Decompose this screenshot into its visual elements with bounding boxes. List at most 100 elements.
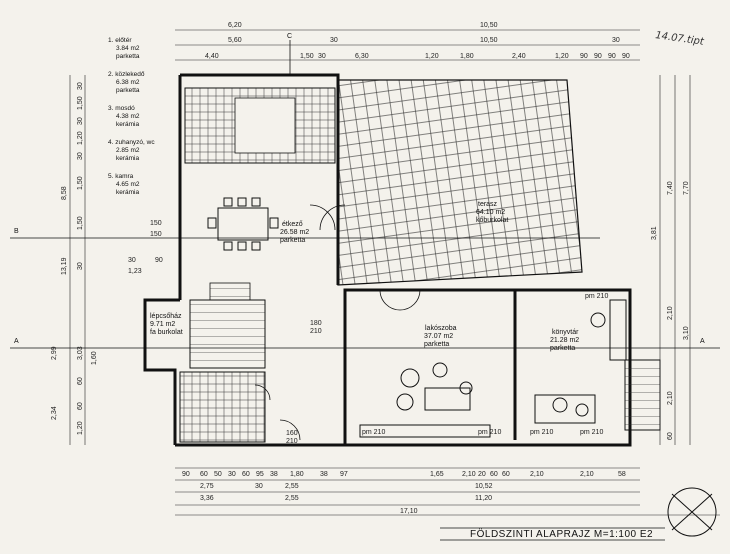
drawing-title: FÖLDSZINTI ALAPRAJZ M=1:100 E2	[470, 528, 653, 540]
door-label-2: pm 210	[530, 429, 553, 436]
dim-total-2: 2,55	[285, 483, 299, 490]
left-dimensions: 30 1,50 30 1,20 30 1,50 8,58 1,50 13,19 …	[51, 82, 98, 435]
dim-left-0: 30	[77, 82, 84, 90]
dim-bottom-11: 2,10	[462, 471, 476, 478]
dining-room-area: 26.58 m2	[280, 229, 309, 236]
section-lines	[10, 40, 720, 349]
dim-bottom-7: 1,80	[290, 471, 304, 478]
dim-left-12: 60	[77, 377, 84, 385]
legend-3-area: 4.38 m2	[116, 113, 140, 120]
legend-5-floor: kerámia	[116, 189, 140, 196]
dim-bottom-14: 60	[502, 471, 510, 478]
exterior-walls	[143, 73, 632, 447]
dim-bottom-10: 1,65	[430, 471, 444, 478]
dim-top-6: 4,40	[205, 53, 219, 60]
dim-left-15: 60	[77, 402, 84, 410]
axis-label-1: 150	[150, 231, 162, 238]
staircase-name: lépcsőház	[150, 313, 182, 320]
dim-bottom-12: 20	[478, 471, 486, 478]
bottom-dimensions: 90 60 50 30 60 95 38 1,80 38 97 1,65 2,1…	[182, 471, 626, 515]
library-area: 21.28 m2	[550, 337, 579, 344]
axis-label-3: 30	[128, 257, 136, 264]
axis-label-0: 150	[150, 220, 162, 227]
door-swings	[254, 204, 421, 441]
dim-bottom-5: 95	[256, 471, 264, 478]
staircase-area: 9.71 m2	[150, 321, 175, 328]
living-room-floor: parketta	[424, 341, 449, 348]
dim-bottom-4: 60	[242, 471, 250, 478]
dim-right-6: 60	[667, 432, 674, 440]
dim-top-13: 1,20	[555, 53, 569, 60]
staircase-floor: fa burkolat	[150, 329, 183, 336]
legend-4-floor: kerámia	[116, 155, 140, 162]
door-label-4: pm 210	[585, 293, 608, 300]
dim-top-8: 30	[318, 53, 326, 60]
dining-room-floor: parketta	[280, 237, 305, 244]
dining-table	[207, 197, 279, 251]
dim-right-0: 7,40	[667, 181, 674, 195]
dim-total-6: 11,20	[475, 495, 492, 502]
dim-top-3: 30	[330, 37, 338, 44]
dim-total-1: 30	[255, 483, 263, 490]
dim-left-1: 1,50	[77, 96, 84, 110]
dim-top-12: 2,40	[512, 53, 526, 60]
dim-bottom-6: 38	[270, 471, 278, 478]
dim-total-4: 3,36	[200, 495, 214, 502]
living-room-area: 37.07 m2	[424, 333, 453, 340]
terrace-area	[337, 79, 583, 286]
dining-room-name: étkező	[282, 221, 303, 228]
legend-2-area: 6.38 m2	[116, 79, 140, 86]
dim-left-16: 1,20	[77, 421, 84, 435]
library-name: könyvtár	[552, 329, 579, 336]
dim-top-16: 90	[608, 53, 616, 60]
dim-bottom-8: 38	[320, 471, 328, 478]
axis-label-2: 1,23	[128, 268, 142, 275]
terrace-name: terasz	[478, 201, 498, 208]
legend-1-floor: parketta	[116, 53, 140, 60]
dim-left-9: 30	[77, 262, 84, 270]
dim-top-5: 30	[612, 37, 620, 44]
legend-4-title: 4. zuhanyzó, wc	[108, 139, 155, 146]
legend-3-floor: kerámia	[116, 121, 140, 128]
legend-2-title: 2. közlekedő	[108, 71, 145, 78]
dim-top-9: 6,30	[355, 53, 369, 60]
dim-top-2: 5,60	[228, 37, 242, 44]
dim-bottom-3: 30	[228, 471, 236, 478]
height-label-a: 180	[310, 320, 322, 327]
height-label-c: 160	[286, 430, 298, 437]
dim-bottom-1: 60	[200, 471, 208, 478]
dim-top-1: 10,50	[480, 22, 498, 29]
dim-left-2: 30	[77, 117, 84, 125]
dim-bottom-2: 50	[214, 471, 222, 478]
dim-right-5: 2,10	[667, 391, 674, 405]
dim-left-5: 1,50	[77, 176, 84, 190]
dim-left-6: 8,58	[61, 186, 68, 200]
legend-1-area: 3.84 m2	[116, 45, 140, 52]
dim-bottom-13: 60	[490, 471, 498, 478]
dim-left-11: 3,03	[77, 346, 84, 360]
dim-top-10: 1,20	[425, 53, 439, 60]
axis-label-4: 90	[155, 257, 163, 264]
door-label-0: pm 210	[362, 429, 385, 436]
legend-4-area: 2.85 m2	[116, 147, 140, 154]
dim-bottom-9: 97	[340, 471, 348, 478]
dim-total-7: 17,10	[400, 508, 418, 515]
terrace-area-value: 64.10 m2	[476, 209, 505, 216]
staircase	[189, 299, 266, 369]
dim-right-1: 7,70	[683, 181, 690, 195]
dim-left-8: 13,19	[61, 257, 68, 275]
dim-top-11: 1,80	[460, 53, 474, 60]
dim-top-0: 6,20	[228, 22, 242, 29]
room-legend: 1. előtér 3.84 m2 parketta 2. közlekedő …	[108, 37, 155, 196]
dim-right-4: 3,10	[683, 326, 690, 340]
dim-top-17: 90	[622, 53, 630, 60]
section-mark-a-right: A	[700, 338, 705, 345]
north-arrow-icon	[667, 487, 717, 537]
height-label-d: 210	[286, 438, 298, 445]
dim-left-14: 2,34	[51, 406, 58, 420]
dim-total-0: 2,75	[200, 483, 214, 490]
legend-1-title: 1. előtér	[108, 37, 132, 44]
section-mark-b: B	[14, 228, 19, 235]
dim-bottom-16: 2,10	[580, 471, 594, 478]
